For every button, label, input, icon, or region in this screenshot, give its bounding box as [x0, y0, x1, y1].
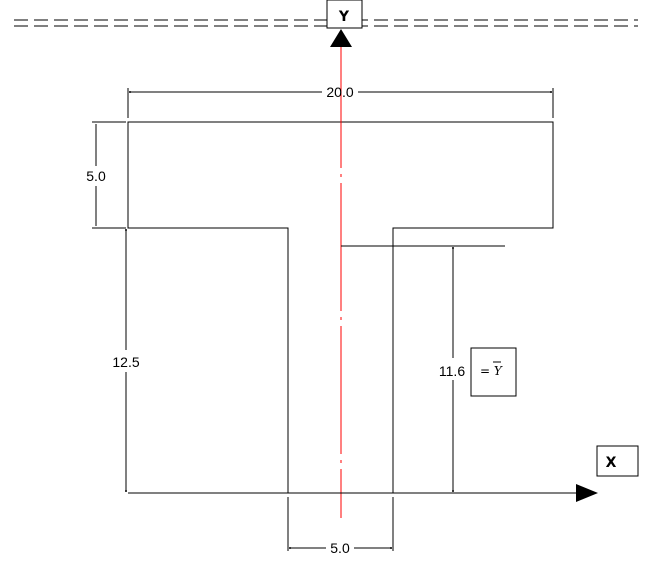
- x-axis-arrowhead: [576, 484, 598, 502]
- dim-web-width: 5.0: [287, 497, 394, 556]
- x-axis-label: X: [606, 455, 617, 471]
- dim-flange-width: 20.0: [127, 84, 554, 118]
- x-axis: X: [128, 445, 639, 502]
- centroid-label-symbol: Y: [494, 364, 503, 378]
- dim-centroid-height: 11.6: [341, 245, 505, 492]
- y-axis-arrowhead: [330, 29, 352, 47]
- dim-web-height: 12.5: [112, 229, 140, 492]
- top-reference-line: [14, 19, 638, 27]
- dim-flange-thickness: 5.0: [86, 121, 126, 229]
- y-axis-label: Y: [338, 9, 350, 25]
- centroid-label-box: = Y: [470, 347, 517, 397]
- dim-centroid-height-label: 11.6: [439, 363, 465, 379]
- dim-web-width-label: 5.0: [330, 540, 350, 556]
- svg-text:= Y: = Y: [480, 364, 503, 378]
- dim-flange-thickness-label: 5.0: [86, 168, 106, 184]
- dim-flange-width-label: 20.0: [326, 84, 353, 100]
- y-axis-label-box: Y: [326, 0, 363, 29]
- centroid-label-prefix: =: [480, 364, 494, 378]
- dim-web-height-label: 12.5: [112, 354, 139, 370]
